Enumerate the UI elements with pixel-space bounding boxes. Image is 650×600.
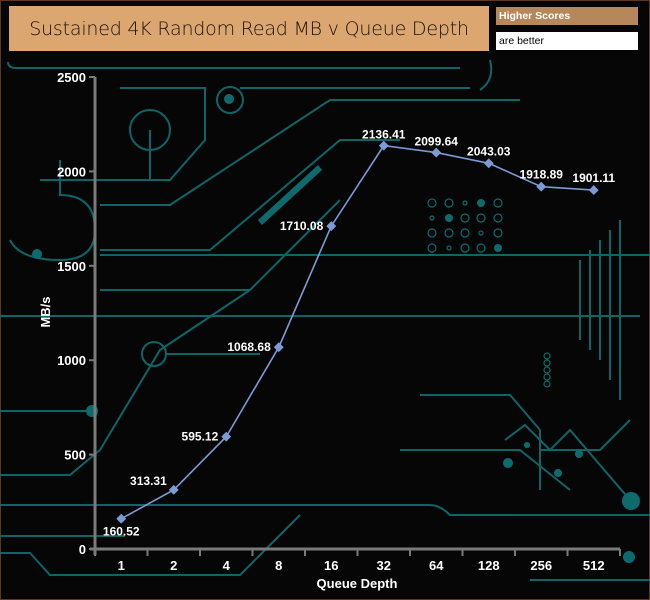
x-tick-label: 1: [118, 558, 125, 573]
data-label: 160.52: [103, 525, 140, 539]
circuit-pad: [445, 214, 453, 222]
data-point: [273, 342, 284, 353]
chart-title-box: Sustained 4K Random Read MB v Queue Dept…: [9, 6, 489, 51]
data-point: [221, 431, 232, 442]
x-tick-label: 128: [478, 558, 500, 573]
data-label: 1068.68: [227, 340, 271, 354]
circuit-pad: [524, 442, 530, 448]
circuit-trace: [540, 419, 631, 451]
circuit-pad: [623, 551, 635, 563]
y-ticks: 0 500 1000 1500 2000 2500: [57, 70, 95, 557]
circuit-trace: [504, 423, 631, 501]
y-tick-label: 0: [79, 542, 86, 557]
circuit-pad: [494, 244, 502, 252]
circuit-pad: [224, 94, 234, 104]
data-label: 2043.03: [467, 144, 511, 158]
data-point: [326, 221, 337, 232]
data-label: 1710.08: [280, 219, 324, 233]
x-tick-label: 64: [429, 558, 444, 573]
x-tick-label: 16: [324, 558, 338, 573]
data-point: [588, 185, 599, 196]
circuit-trace: [420, 394, 541, 490]
circuit-trace: [0, 504, 650, 516]
data-label: 2099.64: [415, 135, 459, 149]
x-tick-label: 8: [275, 558, 282, 573]
circuit-pad: [477, 199, 485, 207]
x-tick-label: 4: [223, 558, 231, 573]
axes: [90, 77, 620, 555]
data-label: 2136.41: [362, 128, 406, 142]
circuit-trace: [9, 160, 97, 262]
x-ticks: 1 2 4 8 16 32 64 128 256 512: [94, 549, 621, 573]
circuit-trace: [400, 449, 571, 491]
data-label: 1901.11: [572, 171, 615, 185]
circuit-pad: [32, 249, 42, 259]
circuit-trace: [7, 61, 460, 69]
data-point: [168, 484, 179, 495]
x-tick-label: 32: [377, 558, 391, 573]
x-axis-title: Queue Depth: [317, 576, 398, 591]
circuit-trace: [0, 289, 251, 476]
legend-are-better: are better: [496, 32, 638, 50]
circuit-trace: [100, 99, 520, 206]
data-label: 1918.89: [520, 168, 564, 182]
circuit-pad: [258, 165, 322, 225]
circuit-trace: [479, 59, 493, 91]
y-tick-label: 2500: [57, 70, 86, 85]
chart-title: Sustained 4K Random Read MB v Queue Dept…: [29, 17, 469, 40]
y-tick-label: 1000: [57, 353, 86, 368]
y-tick-label: 1500: [57, 259, 86, 274]
x-tick-label: 2: [170, 558, 177, 573]
series-line: [120, 144, 594, 520]
y-tick-label: 500: [64, 448, 86, 463]
circuit-pad: [575, 450, 583, 458]
data-label: 595.12: [182, 430, 219, 444]
data-point: [483, 158, 494, 169]
data-label: 313.31: [130, 474, 167, 488]
circuit-pad: [503, 458, 513, 468]
data-labels: 160.52 313.31 595.12 1068.68 1710.08 2136.41 2…: [103, 128, 616, 539]
data-points: [116, 140, 599, 524]
x-tick-label: 256: [530, 558, 552, 573]
y-tick-label: 2000: [57, 164, 86, 179]
circuit-trace: [40, 87, 206, 181]
data-point: [431, 147, 442, 158]
circuit-pad: [622, 492, 640, 510]
circuit-pad: [554, 469, 562, 477]
y-axis-title: MB/s: [38, 296, 53, 327]
circuit-trace: [579, 220, 621, 400]
data-point: [536, 181, 547, 192]
circuit-trace: [100, 139, 400, 251]
data-point: [378, 140, 389, 151]
data-point: [116, 513, 127, 524]
x-tick-label: 512: [583, 558, 605, 573]
legend-higher-scores: Higher Scores: [496, 7, 638, 25]
circuit-ring: [216, 86, 244, 114]
